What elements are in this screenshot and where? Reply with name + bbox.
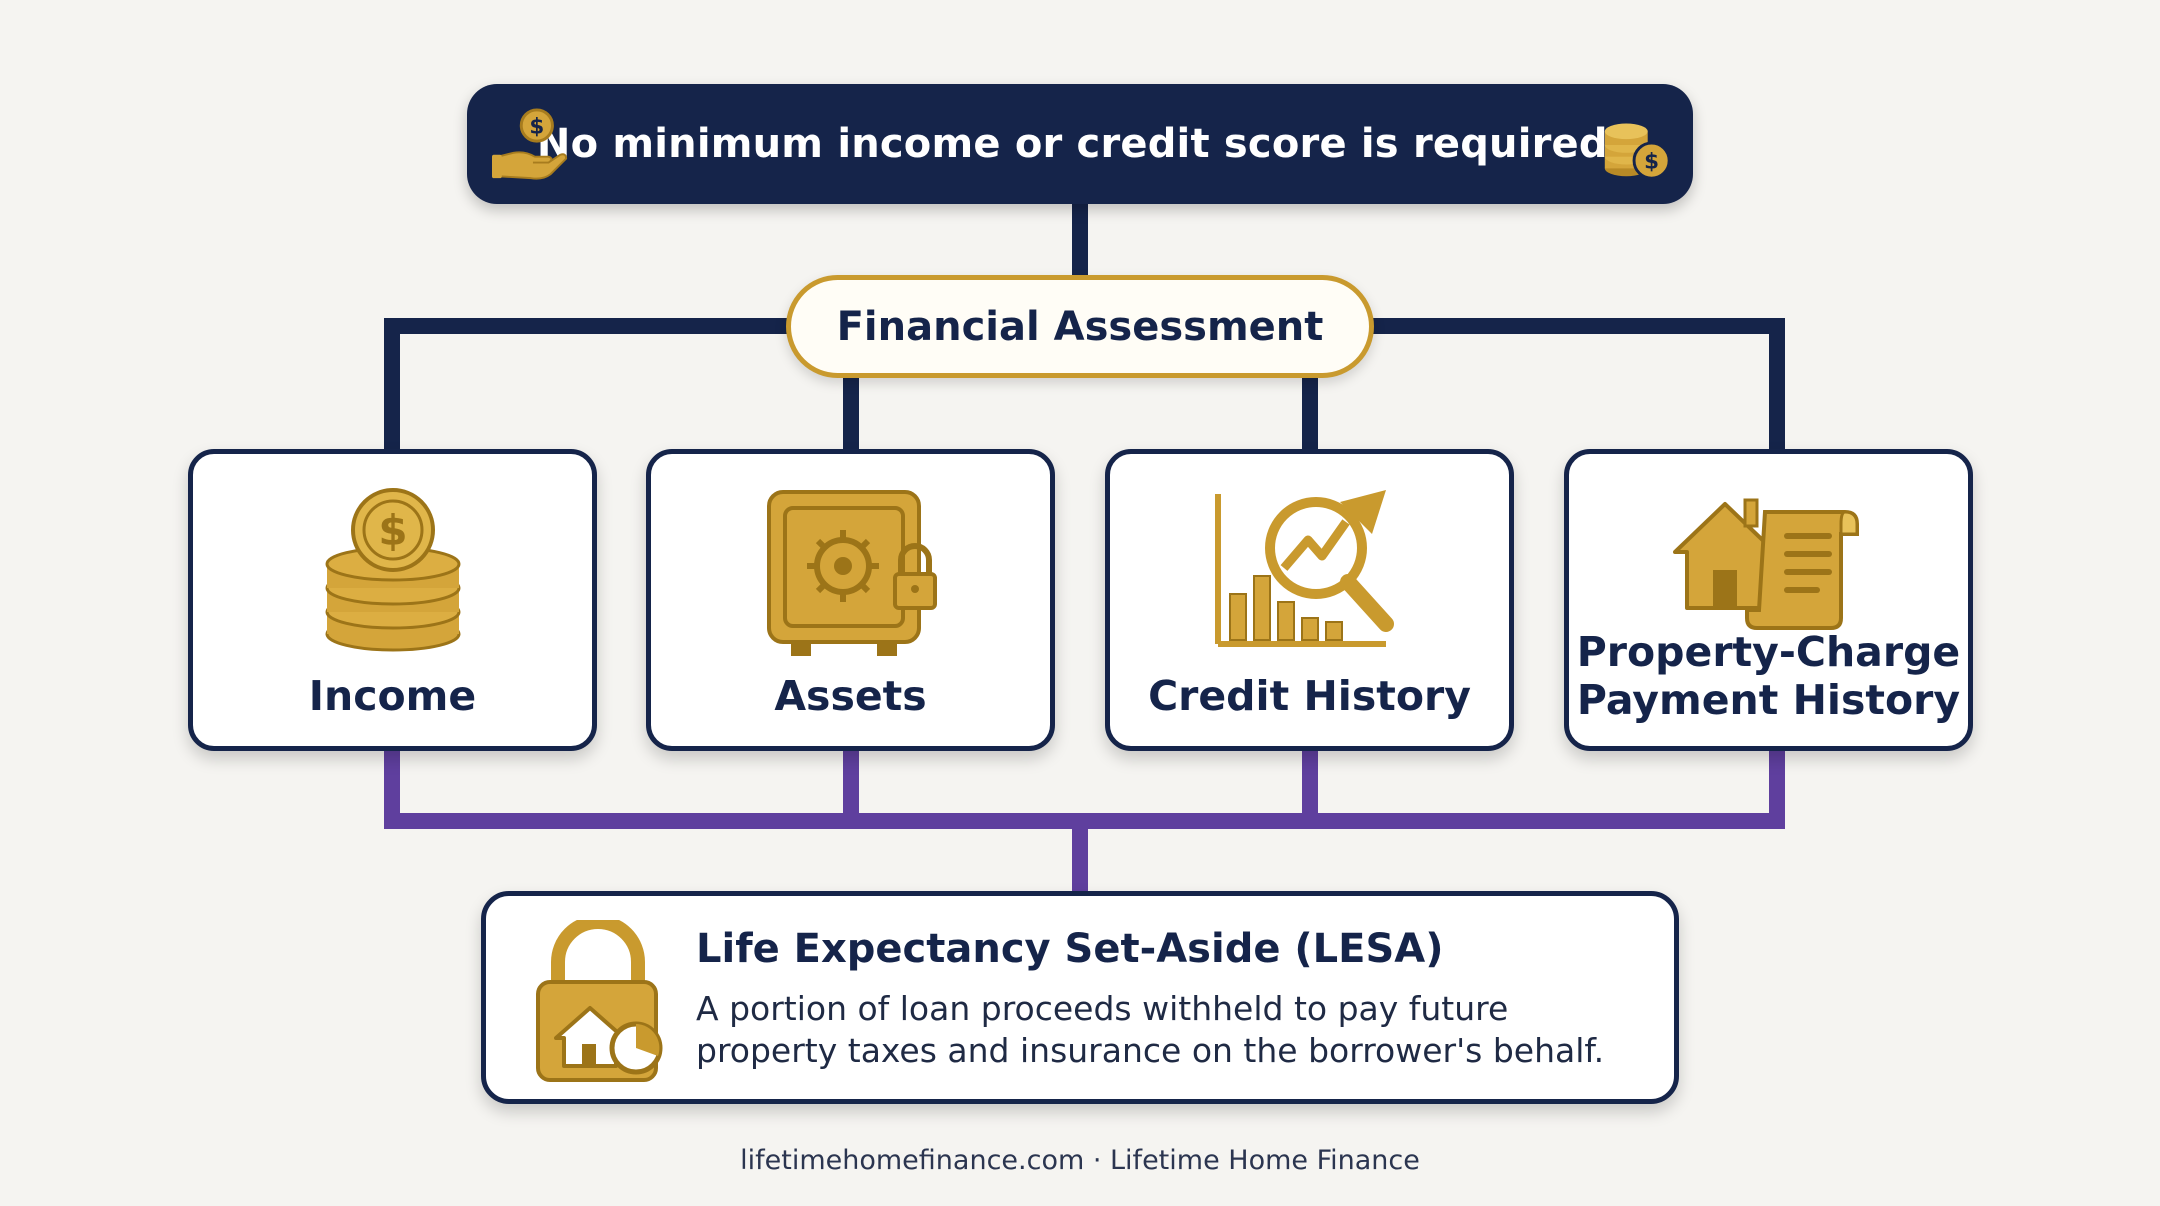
- coin-stack-dollar-icon: $: [1604, 123, 1671, 180]
- svg-text:$: $: [529, 114, 544, 139]
- property-charge-label-line-1: Property-Charge: [1576, 628, 1961, 676]
- house-document-icon: [1672, 498, 1859, 630]
- coin-stack-icon: $: [325, 488, 460, 652]
- footer-credit: lifetimehomefinance.com · Lifetime Home …: [740, 1145, 1420, 1176]
- chart-magnifier-icon: [1214, 490, 1394, 647]
- property-charge-label: Property-Charge Payment History: [1569, 628, 1968, 724]
- padlock-house-icon: [536, 920, 663, 1082]
- requirement-banner: $ No minimum income or credit score is r…: [467, 84, 1693, 204]
- assets-card: Assets: [646, 449, 1055, 751]
- property-charge-label-line-2: Payment History: [1576, 676, 1961, 724]
- hand-holding-dollar-coin-icon: $: [492, 108, 568, 180]
- credit-history-card: Credit History: [1105, 449, 1514, 751]
- financial-assessment-label: Financial Assessment: [836, 303, 1324, 350]
- income-card: $ Income: [188, 449, 597, 751]
- lesa-description: A portion of loan proceeds withheld to p…: [696, 989, 1605, 1070]
- financial-assessment-node: Financial Assessment: [786, 275, 1374, 378]
- assets-label: Assets: [774, 672, 927, 720]
- lesa-title: Life Expectancy Set-Aside (LESA): [696, 926, 1444, 972]
- svg-text:$: $: [378, 506, 407, 555]
- income-label: Income: [308, 672, 477, 720]
- banner-text: No minimum income or credit score is req…: [536, 121, 1624, 167]
- svg-text:$: $: [1644, 149, 1659, 174]
- property-charge-card: Property-Charge Payment History: [1564, 449, 1973, 751]
- safe-vault-icon: [766, 490, 937, 656]
- credit-history-label: Credit History: [1148, 672, 1471, 720]
- categories-merge-line: [384, 748, 1785, 829]
- lesa-card: Life Expectancy Set-Aside (LESA) A porti…: [481, 891, 1679, 1104]
